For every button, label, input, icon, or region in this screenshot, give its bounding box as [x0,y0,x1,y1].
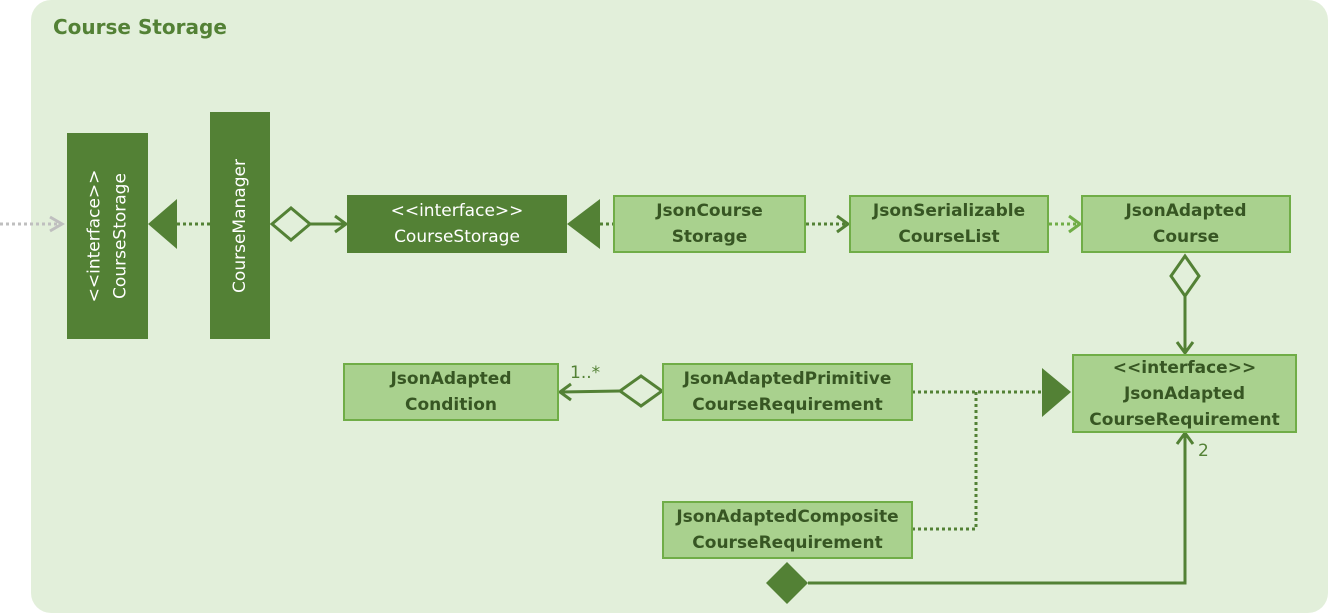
storage-to-list-dependency-arrowhead [836,214,851,234]
primitive-aggregation-line [560,389,621,394]
external-dependency-arrowhead [49,215,65,233]
json-adapted-course-requirement-class: <<interface>> JsonAdapted CourseRequirem… [1072,354,1297,433]
json-adapted-condition-line2: Condition [405,395,497,415]
composite-composition-line [808,433,1187,585]
course-storage-interface-name: CourseStorage [394,227,520,247]
json-adapted-primitive-line1: JsonAdaptedPrimitive [683,369,892,389]
course-manager-name: CourseManager [230,158,250,293]
json-serializable-course-list-line2: CourseList [898,227,1000,247]
jsonstorage-realization-arrowhead [567,199,600,249]
json-adapted-composite-class: JsonAdaptedComposite CourseRequirement [662,501,913,559]
json-adapted-composite-line1: JsonAdaptedComposite [676,507,899,527]
course-storage-interface-class: <<interface>> CourseStorage [347,195,567,253]
json-adapted-course-line2: Course [1152,227,1220,247]
json-serializable-course-list-line1: JsonSerializable [872,201,1026,221]
json-course-storage-line1: JsonCourse [656,201,763,221]
json-adapted-course-class: JsonAdapted Course [1081,195,1291,253]
course-storage-interface-stereotype: <<interface>> [390,201,524,221]
course-storage-vertical-stereotype: <<interface>> [84,169,105,303]
manager-realization-arrowhead [148,199,177,249]
manager-aggregation-arrowhead [334,214,349,234]
json-adapted-condition-line1: JsonAdapted [390,369,512,389]
json-course-storage-class: JsonCourse Storage [613,195,806,253]
json-course-storage-line2: Storage [671,227,748,247]
json-adapted-course-line1: JsonAdapted [1125,201,1247,221]
course-aggregation-arrowhead [1175,341,1195,356]
course-aggregation-diamond [1169,253,1201,299]
json-adapted-course-requirement-line1: JsonAdapted [1123,383,1246,404]
condition-multiplicity: 1..* [570,363,601,383]
composite-composition-arrowhead [1175,430,1195,445]
json-adapted-condition-class: JsonAdapted Condition [343,363,559,421]
json-adapted-composite-line2: CourseRequirement [692,533,883,553]
requirement-realization-arrowhead [1042,368,1071,417]
composite-multiplicity: 2 [1198,441,1209,461]
json-adapted-course-requirement-line2: CourseRequirement [1089,409,1280,430]
composite-realization-line [912,392,978,531]
json-serializable-course-list-class: JsonSerializable CourseList [849,195,1049,253]
json-adapted-primitive-class: JsonAdaptedPrimitive CourseRequirement [662,363,913,421]
list-to-course-dependency-arrowhead [1068,214,1083,234]
primitive-aggregation-diamond [617,374,665,408]
course-manager-class: CourseManager [210,112,270,339]
json-adapted-course-requirement-stereotype: <<interface>> [1112,357,1257,378]
primitive-aggregation-arrowhead [557,382,572,402]
diagram-title: Course Storage [53,15,227,39]
course-storage-vertical-name: CourseStorage [110,173,131,299]
json-adapted-primitive-line2: CourseRequirement [692,395,883,415]
course-storage-vertical-class: <<interface>> CourseStorage [67,133,148,339]
composite-composition-diamond [766,562,808,604]
manager-aggregation-diamond [269,206,313,242]
